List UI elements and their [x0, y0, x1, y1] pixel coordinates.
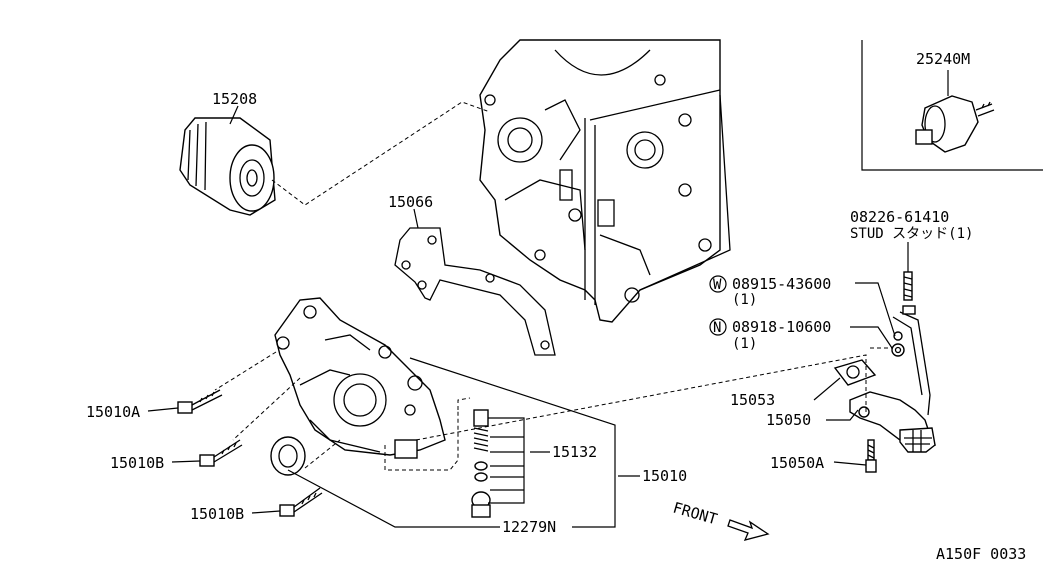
- front-arrow: [727, 519, 770, 541]
- label-strainer: 15050: [766, 411, 811, 429]
- stud: [903, 271, 913, 301]
- washer-symbol: W: [709, 275, 727, 293]
- label-relief-valve: 15132: [552, 443, 597, 461]
- label-washer-qty: (1): [732, 292, 757, 308]
- label-oil-pressure-switch: 25240M: [916, 50, 970, 68]
- label-oil-pump: 15010: [642, 467, 687, 485]
- label-oil-seal: 12279N: [502, 518, 556, 536]
- label-front-cover-gasket: 15066: [388, 193, 433, 211]
- drawing-code: A150F 0033: [936, 545, 1026, 563]
- svg-text:N: N: [713, 320, 721, 336]
- oil-seal: [270, 436, 306, 476]
- nut-symbol: N: [709, 318, 727, 336]
- engine-block: [479, 39, 731, 323]
- oil-pressure-switch: [915, 95, 995, 153]
- label-strainer-bolt: 15050A: [770, 454, 824, 472]
- bolt-15010a: [177, 389, 223, 414]
- label-front: FRONT: [671, 499, 719, 529]
- label-bolt-a: 15010A: [86, 403, 140, 421]
- label-nut-part: 08918-10600: [732, 318, 831, 336]
- inset-box-border: [861, 40, 1043, 171]
- label-washer-part: 08915-43600: [732, 275, 831, 293]
- relief-valve: [384, 397, 491, 518]
- bolt-15010b-upper: [199, 439, 243, 467]
- label-bolt-b-lower: 15010B: [190, 505, 244, 523]
- bolt-15010b-lower: [279, 487, 323, 517]
- svg-text:W: W: [713, 277, 722, 293]
- label-stud-part: 08226-61410: [850, 208, 949, 226]
- label-oil-filter: 15208: [212, 90, 257, 108]
- oil-strainer: [833, 305, 937, 473]
- front-cover-gasket: [394, 227, 556, 356]
- label-stud-desc: STUD スタッド(1): [850, 226, 973, 242]
- label-nut-qty: (1): [732, 336, 757, 352]
- oil-pump: [274, 297, 446, 459]
- label-bolt-b-upper: 15010B: [110, 454, 164, 472]
- filter-to-block-dash: [271, 101, 491, 206]
- label-strainer-gasket: 15053: [730, 391, 775, 409]
- oil-filter: [179, 117, 276, 216]
